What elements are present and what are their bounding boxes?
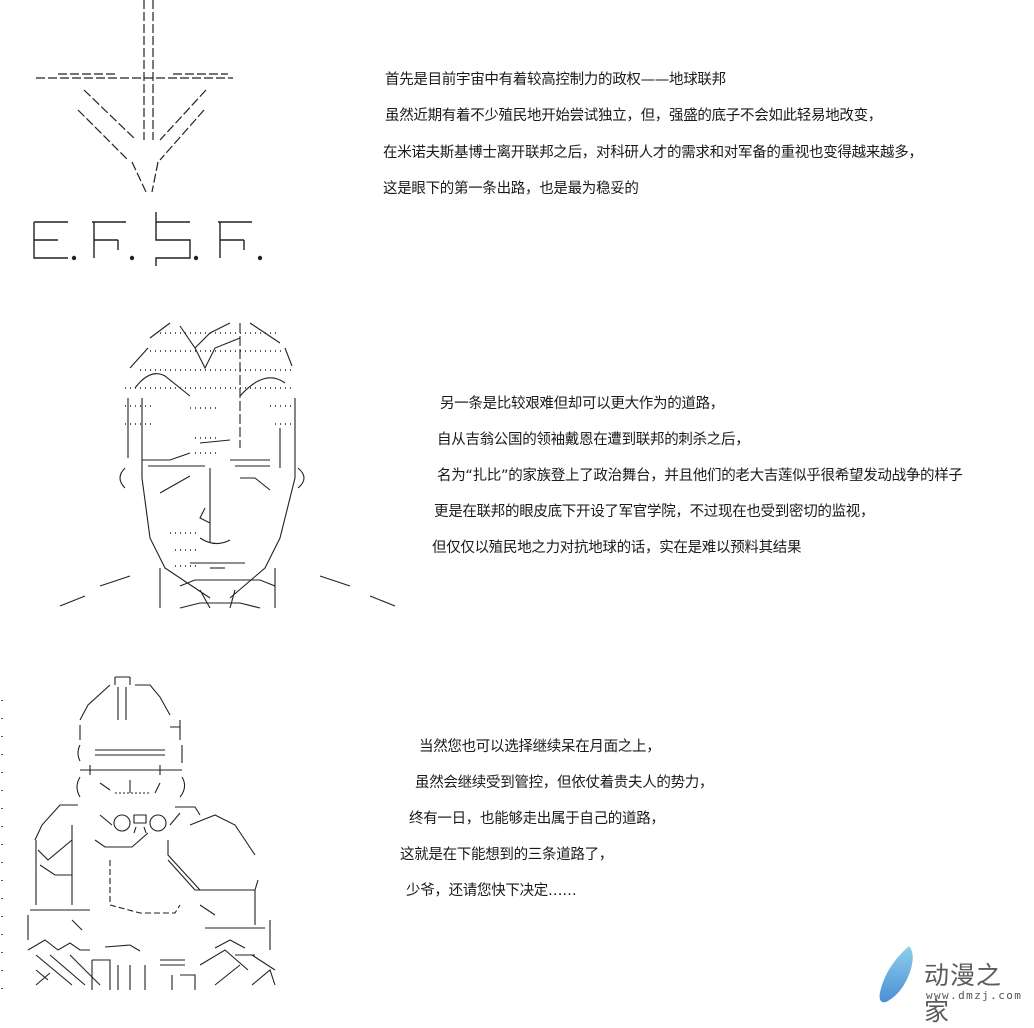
text-line: 少爷，还请您快下决定……	[406, 883, 577, 899]
efsf-emblem-art	[28, 0, 268, 270]
zabi-portrait-ascii-art	[59, 322, 396, 609]
text-line: 在米诺夫斯基博士离开联邦之后，对科研人才的需求和对军备的重视也变得越来越多，	[383, 145, 923, 161]
helmet-figure-art	[0, 665, 290, 1000]
text-line: 自从吉翁公国的领袖戴恩在遭到联邦的刺杀之后，	[437, 432, 750, 448]
text-line: 虽然会继续受到管控，但依仗着贵夫人的势力，	[415, 775, 714, 791]
text-line: 但仅仅以殖民地之力对抗地球的话，实在是难以预料其结果	[432, 540, 802, 556]
portrait-art	[30, 318, 420, 618]
text-line: 名为“扎比”的家族登上了政治舞台，并且他们的老大吉莲似乎很希望发动战争的样子	[437, 468, 963, 484]
text-line: 首先是目前宇宙中有着较高控制力的政权——地球联邦	[385, 72, 726, 88]
water-drop-logo-icon	[879, 946, 913, 1003]
text-line: 更是在联邦的眼皮底下开设了军官学院，不过现在也受到密切的监视，	[434, 504, 875, 520]
text-line: 终有一日，也能够走出属于自己的道路，	[409, 811, 665, 827]
text-line: 另一条是比较艰难但却可以更大作为的道路，	[440, 396, 724, 412]
watermark-url: www.dmzj.com	[926, 989, 1023, 1002]
dmzj-watermark: 动漫之家 www.dmzj.com	[876, 944, 1026, 1026]
text-line: 当然您也可以选择继续呆在月面之上，	[419, 739, 661, 755]
text-line: 这是眼下的第一条出路，也是最为稳妥的	[383, 181, 639, 197]
helmeted-figure-ascii-art	[1, 676, 276, 990]
text-line: 虽然近期有着不少殖民地开始尝试独立，但，强盛的底子不会如此轻易地改变，	[385, 108, 882, 124]
text-line: 这就是在下能想到的三条道路了，	[400, 847, 613, 863]
efsf-emblem-icon	[33, 0, 263, 266]
